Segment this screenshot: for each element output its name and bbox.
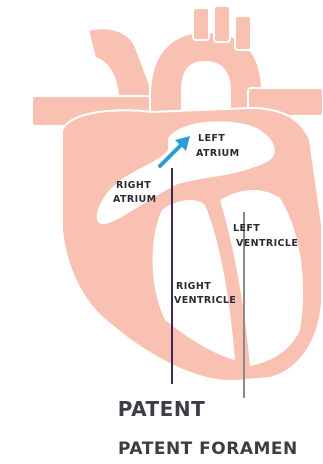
label-left-atrium-2: ATRIUM bbox=[196, 148, 240, 159]
diagram-subheading: PATENT FORAMEN bbox=[118, 439, 298, 459]
label-left-ventricle-1: LEFT bbox=[233, 223, 260, 234]
diagram-heading: PATENT bbox=[0, 397, 323, 421]
label-right-ventricle-2: VENTRICLE bbox=[174, 295, 236, 306]
label-right-atrium-2: ATRIUM bbox=[113, 194, 157, 205]
label-right-ventricle-1: RIGHT bbox=[176, 281, 211, 292]
label-left-ventricle-2: VENTRICLE bbox=[236, 238, 298, 249]
label-right-atrium-1: RIGHT bbox=[116, 180, 151, 191]
label-left-atrium-1: LEFT bbox=[198, 133, 225, 144]
